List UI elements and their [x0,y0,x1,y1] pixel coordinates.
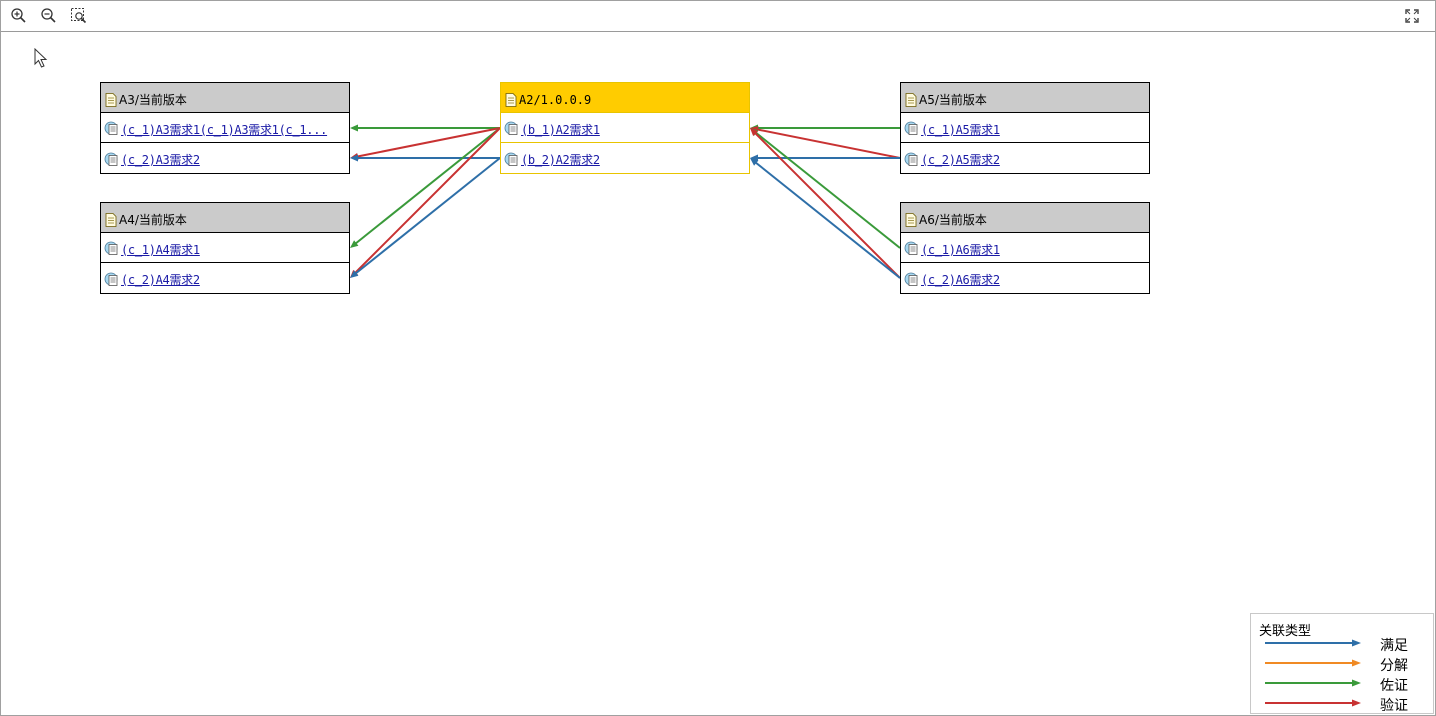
node-a3[interactable]: A3/当前版本 (c_1)A3需求1(c_1)A3需求1(c_1... (c_2… [100,82,350,174]
requirement-icon [104,272,120,288]
requirement-icon [104,152,120,168]
fit-selection-icon[interactable] [69,6,89,26]
document-icon [105,92,117,107]
fullscreen-icon[interactable] [1402,6,1422,26]
legend-label: 佐证 [1380,678,1408,694]
legend-title: 关联类型 [1259,624,1312,639]
legend-label: 分解 [1380,658,1408,674]
requirement-link[interactable]: (c_2)A6需求2 [921,273,1000,287]
requirement-link[interactable]: (c_1)A3需求1(c_1)A3需求1(c_1... [121,122,328,137]
node-row[interactable]: (c_2)A6需求2 [901,263,1149,293]
node-title: A5/当前版本 [919,93,987,107]
requirement-icon [504,152,520,168]
requirement-icon [904,152,920,168]
node-a5[interactable]: A5/当前版本 (c_1)A5需求1 (c_2)A5需求2 [900,82,1150,174]
requirement-link[interactable]: (b_1)A2需求1 [521,122,600,137]
requirement-icon [904,272,920,288]
requirement-icon [104,121,120,137]
node-header: A5/当前版本 [901,83,1149,113]
node-header: A4/当前版本 [101,203,349,233]
toolbar [1,1,1435,32]
requirement-icon [904,121,920,137]
requirement-link[interactable]: (c_2)A4需求2 [121,273,200,287]
zoom-out-icon[interactable] [39,6,59,26]
mouse-cursor-icon [34,48,48,68]
requirement-icon [904,241,920,257]
node-row[interactable]: (c_1)A3需求1(c_1)A3需求1(c_1... [101,113,349,143]
legend-swatch [1265,639,1361,647]
node-row[interactable]: (c_1)A4需求1 [101,233,349,263]
node-a2[interactable]: A2/1.0.0.9 (b_1)A2需求1 (b_2)A2需求2 [500,82,750,174]
requirement-icon [504,121,520,137]
node-title: A2/1.0.0.9 [519,92,592,107]
node-header: A3/当前版本 [101,83,349,113]
node-row[interactable]: (c_2)A3需求2 [101,143,349,173]
node-a4[interactable]: A4/当前版本 (c_1)A4需求1 (c_2)A4需求2 [100,202,350,294]
legend-swatch [1265,699,1361,707]
legend-label: 验证 [1380,698,1408,714]
node-row[interactable]: (c_1)A5需求1 [901,113,1149,143]
document-icon [905,92,917,107]
node-row[interactable]: (b_2)A2需求2 [501,143,749,173]
document-icon [505,92,517,107]
node-header: A6/当前版本 [901,203,1149,233]
legend: 关联类型 满足 分解 佐证 验证 [1250,613,1434,714]
legend-swatch [1265,679,1361,687]
legend-item: 分解 [1251,654,1435,674]
node-title: A4/当前版本 [119,213,187,227]
legend-label: 满足 [1380,638,1408,654]
node-row[interactable]: (c_2)A5需求2 [901,143,1149,173]
legend-item: 佐证 [1251,674,1435,694]
requirement-link[interactable]: (c_1)A6需求1 [921,242,1000,257]
requirement-link[interactable]: (c_1)A5需求1 [921,122,1000,137]
requirement-link[interactable]: (b_2)A2需求2 [521,153,600,167]
node-row[interactable]: (c_1)A6需求1 [901,233,1149,263]
requirement-link[interactable]: (c_2)A3需求2 [121,153,200,167]
node-row[interactable]: (b_1)A2需求1 [501,113,749,143]
document-icon [105,212,117,227]
zoom-in-icon[interactable] [9,6,29,26]
legend-item: 满足 [1251,634,1435,654]
requirement-link[interactable]: (c_2)A5需求2 [921,153,1000,167]
node-row[interactable]: (c_2)A4需求2 [101,263,349,293]
node-header: A2/1.0.0.9 [501,83,749,113]
node-title: A6/当前版本 [919,213,987,227]
document-icon [905,212,917,227]
requirement-link[interactable]: (c_1)A4需求1 [121,242,200,257]
requirement-icon [104,241,120,257]
legend-item: 验证 [1251,694,1435,714]
node-title: A3/当前版本 [119,93,187,107]
node-a6[interactable]: A6/当前版本 (c_1)A6需求1 (c_2)A6需求2 [900,202,1150,294]
legend-swatch [1265,659,1361,667]
